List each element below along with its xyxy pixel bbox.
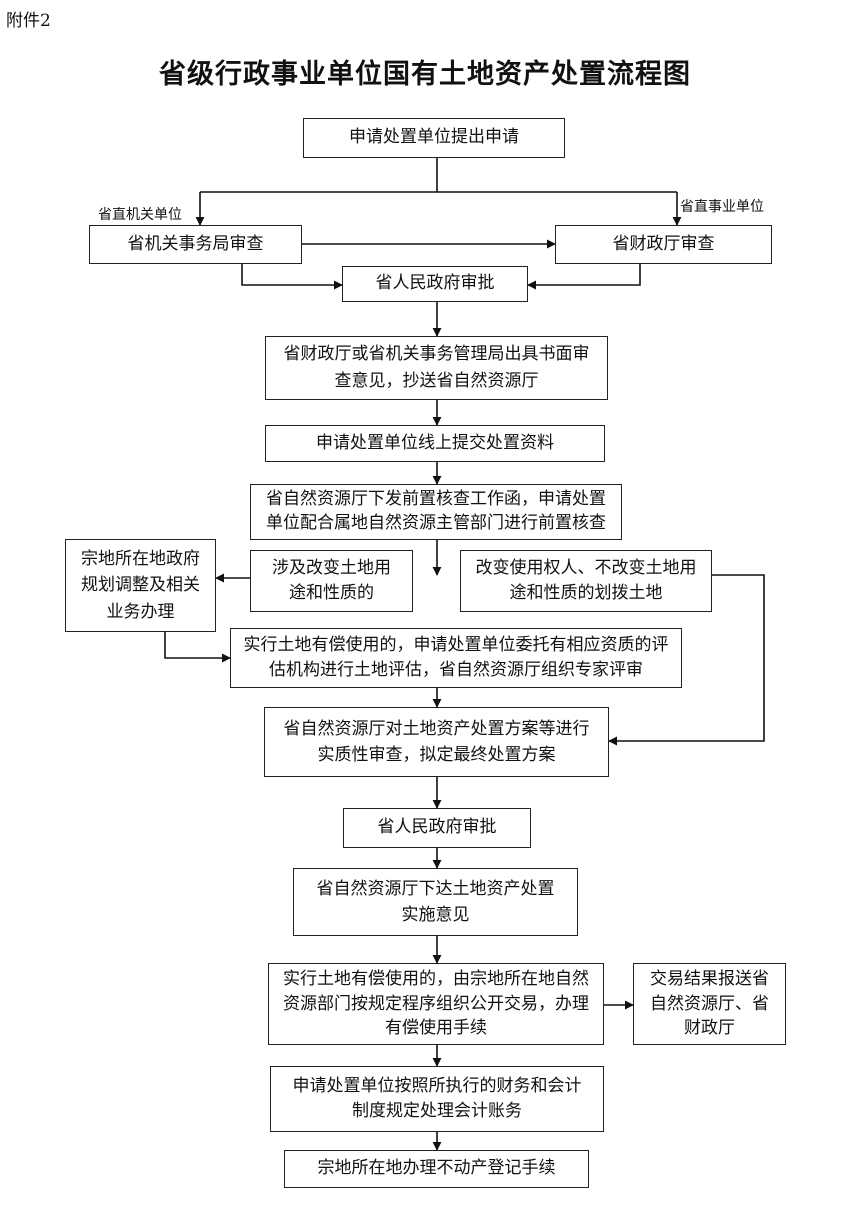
node-issue-opinion: 省财政厅或省机关事务管理局出具书面审查意见，抄送省自然资源厅 — [265, 336, 608, 400]
node-implementation: 省自然资源厅下达土地资产处置实施意见 — [293, 868, 578, 936]
node-finance-review: 省财政厅审查 — [555, 225, 772, 264]
edge-jiguan-gov1 — [241, 263, 343, 290]
node-pre-check: 省自然资源厅下发前置核查工作函，申请处置单位配合属地自然资源主管部门进行前置核查 — [250, 484, 622, 540]
edge-planning-eval — [164, 632, 231, 663]
node-change-owner: 改变使用权人、不改变土地用途和性质的划拨土地 — [460, 550, 712, 612]
edge-finance-gov1 — [527, 263, 641, 290]
edge-changeowner-review — [608, 574, 765, 746]
branch-label-left: 省直机关单位 — [98, 207, 182, 223]
node-change-use: 涉及改变土地用途和性质的 — [250, 550, 413, 612]
node-gov-approval-1: 省人民政府审批 — [342, 266, 528, 302]
node-planning-adjust: 宗地所在地政府规划调整及相关业务办理 — [65, 539, 216, 632]
annex-label: 附件2 — [6, 11, 51, 31]
node-substantive-review: 省自然资源厅对土地资产处置方案等进行实质性审查，拟定最终处置方案 — [264, 707, 609, 777]
page-title: 省级行政事业单位国有土地资产处置流程图 — [159, 59, 691, 90]
node-accounting: 申请处置单位按照所执行的财务和会计制度规定处理会计账务 — [270, 1066, 604, 1132]
node-trade-report: 交易结果报送省自然资源厅、省财政厅 — [633, 963, 786, 1045]
node-jiguan-review: 省机关事务局审查 — [89, 225, 302, 264]
node-gov-approval-2: 省人民政府审批 — [343, 808, 531, 848]
branch-label-right: 省直事业单位 — [680, 199, 764, 215]
node-submit-online: 申请处置单位线上提交处置资料 — [265, 425, 605, 462]
node-apply: 申请处置单位提出申请 — [303, 118, 565, 158]
node-paid-use-eval: 实行土地有偿使用的，申请处置单位委托有相应资质的评估机构进行土地评估，省自然资源… — [230, 628, 682, 688]
node-registration: 宗地所在地办理不动产登记手续 — [284, 1150, 589, 1188]
node-public-trade: 实行土地有偿使用的，由宗地所在地自然资源部门按规定程序组织公开交易，办理有偿使用… — [268, 963, 604, 1045]
